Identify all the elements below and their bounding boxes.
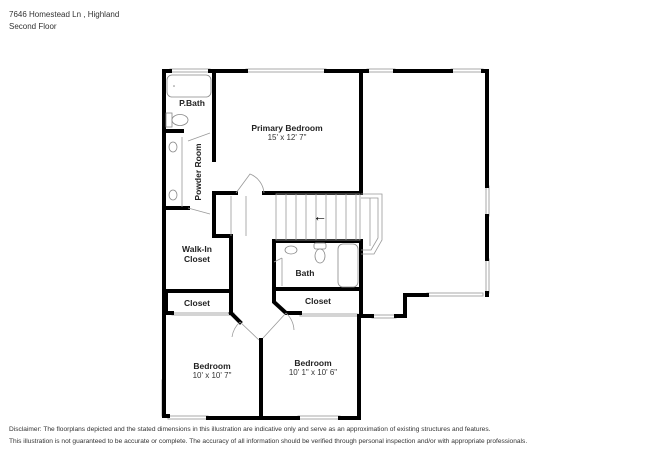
room-dim-primary-bedroom: 15' x 12' 7" xyxy=(268,133,307,142)
disclaimer-line-2: This illustration is not guaranteed to b… xyxy=(9,438,528,445)
address-text: 7646 Homestead Ln , Highland xyxy=(9,10,120,19)
room-label-powder-room: Powder Room xyxy=(193,143,203,201)
listing-header: 7646 Homestead Ln , Highland Second Floo… xyxy=(9,9,119,33)
room-label-p-bath: P.Bath xyxy=(179,98,205,108)
room-dim-bedroom-left: 10' x 10' 7" xyxy=(193,371,232,380)
fixtures xyxy=(165,74,359,288)
room-label-bedroom-left: Bedroom xyxy=(193,361,231,371)
room-label-walk-in-closet-2: Closet xyxy=(184,254,210,264)
room-label-primary-bedroom: Primary Bedroom xyxy=(251,123,323,133)
room-label-closet-left: Closet xyxy=(184,298,210,308)
arrow-left-icon: ← xyxy=(313,208,327,224)
room-label-bedroom-right: Bedroom xyxy=(294,358,332,368)
disclaimer-line-1: Disclaimer: The floorplans depicted and … xyxy=(9,426,491,433)
floor-label: Second Floor xyxy=(9,22,57,31)
room-label-closet-right: Closet xyxy=(305,296,331,306)
room-label-walk-in-closet-1: Walk-In xyxy=(182,244,212,254)
room-label-bath: Bath xyxy=(296,268,315,278)
disclaimer: Disclaimer: The floorplans depicted and … xyxy=(9,424,527,448)
walls xyxy=(162,69,489,420)
staircase xyxy=(230,193,383,255)
room-dim-bedroom-right: 10' 1" x 10' 6" xyxy=(289,368,337,377)
doors xyxy=(187,132,295,341)
